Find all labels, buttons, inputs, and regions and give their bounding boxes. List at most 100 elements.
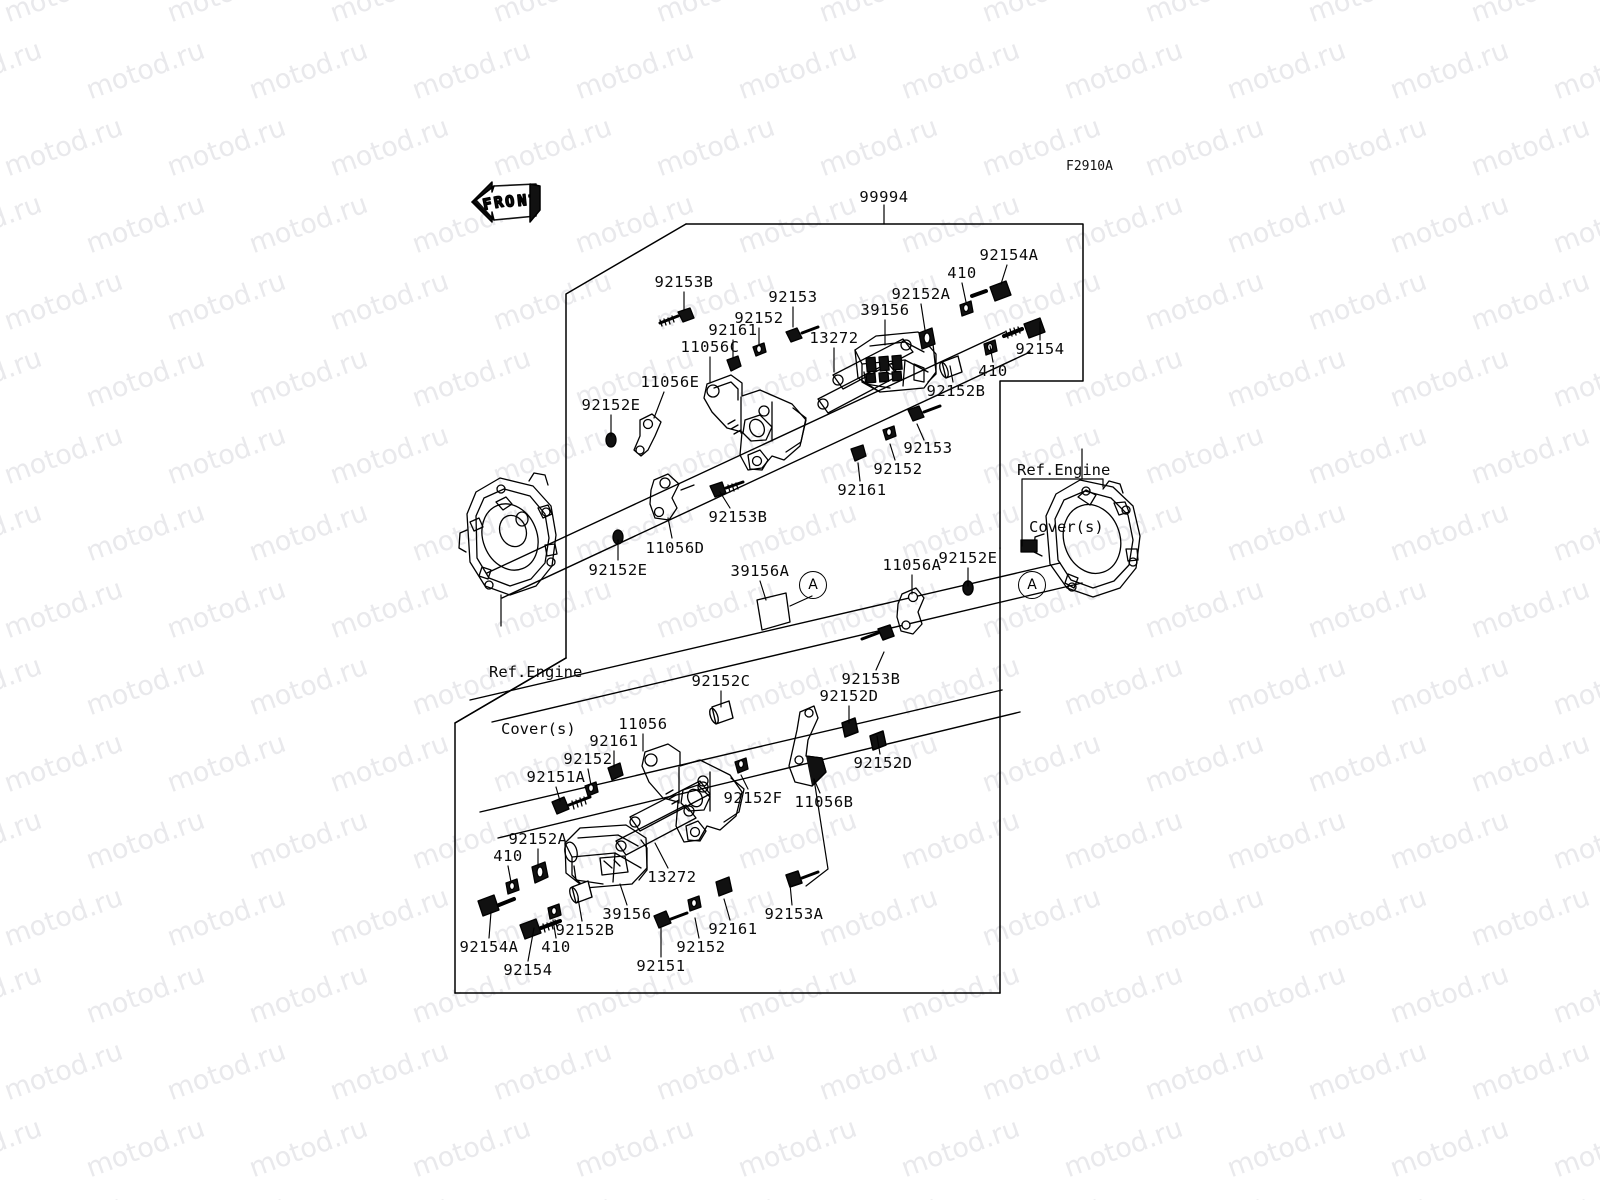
ref-engine-cover-right: Ref.Engine Cover(s) [1017,423,1110,556]
leader-lbl-11056b [813,778,821,794]
ref-line-1: Ref.Engine [489,663,583,681]
lbl-92161-4: 92161 [708,920,758,938]
leader-lbl-92153b-2 [719,491,731,509]
section-marker-a-left: A [799,571,827,599]
ref-line-2: Cover(s) [1029,518,1104,536]
lower-shaft-rails [479,689,1021,839]
lbl-11056c: 11056C [680,338,740,356]
leader-lbl-92152f [740,774,749,790]
leader-lbl-92152b-2 [577,897,583,922]
lbl-92152b-2: 92152B [555,921,615,939]
leader-lbl-92154a-1 [1000,264,1008,285]
lbl-92152-2: 92152 [873,460,923,478]
lbl-92154-1: 92154 [1015,340,1065,358]
lbl-92152a-2: 92152A [508,830,568,848]
lbl-92152a-1: 92152A [891,285,951,303]
svg-text:O: O [504,192,515,211]
leader-lbl-11056e [653,391,665,419]
leader-11056b [805,778,829,887]
leader-lbl-92161-2 [857,462,861,482]
lbl-92154-2: 92154 [503,961,553,979]
upper-shaft-rails [486,331,1031,599]
lbl-39156-1: 39156 [860,301,910,319]
lbl-92151a: 92151A [526,768,586,786]
leader-lbl-92152d-2 [876,735,881,755]
bracket-11056a [896,587,925,635]
front-arrow-icon: F R O N T [471,181,541,223]
lbl-410-3: 410 [493,847,523,865]
lbl-13272-1: 13272 [809,329,859,347]
lbl-92153b-2: 92153B [708,508,768,526]
bracket-11056b [788,705,827,787]
engine-cover-left [458,472,558,596]
lbl-92161-1: 92161 [708,321,758,339]
lbl-92152-4: 92152 [676,938,726,956]
lbl-410-1: 410 [947,264,977,282]
leader-lbl-92154a-2 [488,911,492,939]
lbl-11056: 11056 [618,715,668,733]
lbl-92152d-1: 92152D [819,687,879,705]
ref-line-2: Cover(s) [501,720,576,738]
lbl-92153-2: 92153 [903,439,953,457]
lbl-92153a: 92153A [764,905,824,923]
engine-cover-right [1020,479,1141,598]
lbl-410-4: 410 [541,938,571,956]
bolt-92153a [785,870,820,888]
lbl-39156a: 39156A [730,562,790,580]
lbl-11056b: 11056B [794,793,854,811]
bracket-ref-cover-right [1021,478,1104,547]
ref-line-1: Ref.Engine [1017,461,1111,479]
leader-lbl-410-3 [507,865,512,883]
leader-lbl-92152b-1 [949,365,954,383]
lbl-11056a: 11056A [882,556,942,574]
lbl-92152d-2: 92152D [853,754,913,772]
lbl-92154a-1: 92154A [979,246,1039,264]
lbl-92152e-3: 92152E [938,549,998,567]
ref-engine-cover-left: Ref.Engine Cover(s) [489,625,582,758]
leader-lbl-92161-4 [723,898,731,921]
leader-lbl-92154-2 [527,927,535,962]
lbl-92152e-2: 92152E [588,561,648,579]
section-marker-a-right: A [1018,571,1046,599]
lbl-92153-1: 92153 [768,288,818,306]
lbl-13272-2: 13272 [647,868,697,886]
leader-lbl-410-4 [552,919,557,939]
guard-39156-upper [854,331,937,393]
leader-lbl-39156-2 [619,883,628,906]
bolt-92153b-middle [860,624,895,641]
svg-text:N: N [517,191,528,210]
lbl-92153b-3: 92153B [841,670,901,688]
leader-lbl-92153a [789,883,793,906]
lbl-92152e-1: 92152E [581,396,641,414]
diagram-code: F2910A [1066,159,1113,174]
label-leader-lines [488,264,1041,962]
leader-lbl-92153-2 [916,423,925,441]
lbl-11056d: 11056D [645,539,705,557]
leader-lbl-92152-2 [889,443,896,461]
leader-lbl-39156a [759,580,767,601]
lower-hardware [477,757,749,940]
lbl-92152f: 92152F [723,789,783,807]
lbl-39156-2: 39156 [602,905,652,923]
leader-lbl-92153b-3 [875,651,885,671]
lbl-92152-3: 92152 [563,750,613,768]
leader-lbl-11056d [667,517,673,539]
leader-lbl-92152a-1 [920,303,926,331]
part-39156a [756,592,791,631]
lbl-92152b-1: 92152B [926,382,986,400]
leader-lbl-13272-2 [654,842,669,869]
nut-92152d-1 [841,717,859,738]
middle-shaft-rails [469,562,1083,723]
leader-lbl-410-2 [989,345,994,363]
lbl-92152-1: 92152 [734,309,784,327]
plate-13272-lower [615,780,711,856]
upper-main-bracket [703,374,807,471]
leader-lbl-92151a [555,786,561,802]
lbl-92151: 92151 [636,957,686,975]
sleeve-92152c [709,700,734,725]
lbl-410-2: 410 [978,362,1008,380]
lbl-11056e: 11056E [640,373,700,391]
leader-lbl-92152-4 [694,917,700,939]
upper-hardware [605,280,1046,545]
